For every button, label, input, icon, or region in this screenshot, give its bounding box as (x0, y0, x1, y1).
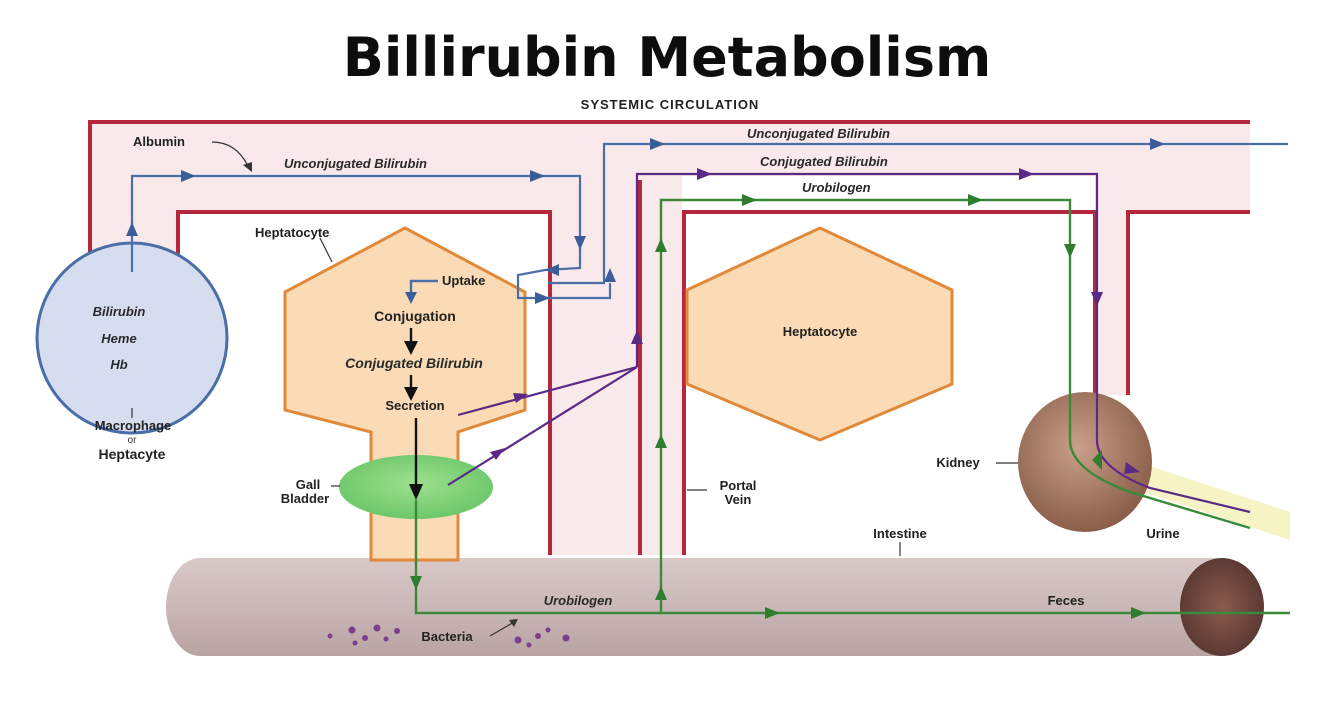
unconjugated-path-to-liver (130, 174, 582, 300)
arrow-purple-diag-1 (513, 393, 528, 403)
circulation-inner-wall-left (176, 210, 552, 555)
arrow-green-right-4 (1131, 607, 1146, 619)
conjugated-path-from-secretion (457, 365, 638, 417)
bladder-label: Bladder (281, 491, 329, 506)
conjugated-path-to-kidney (635, 172, 1251, 514)
circulation-inner-wall-right (682, 210, 1097, 555)
page-title: Billirubin Metabolism (343, 26, 991, 89)
arrow-blue-right-4 (650, 138, 665, 150)
arrow-purple-down-1 (1091, 292, 1103, 306)
intestine-opening (1180, 558, 1264, 656)
unconjugated-path-to-circulation (548, 142, 1288, 285)
urobilogen-label-bottom: Urobilogen (544, 593, 613, 608)
arrow-purple-right-2 (1019, 168, 1034, 180)
arrow-green-kidney (1092, 450, 1102, 470)
bacteria-leader-arrow (509, 619, 518, 627)
arrow-purple-diag-2 (490, 448, 505, 460)
albumin-label: Albumin (133, 134, 185, 149)
systemic-circulation-label: SYSTEMIC CIRCULATION (581, 97, 760, 112)
bacteria-cluster (327, 624, 570, 648)
feces-label: Feces (1048, 593, 1085, 608)
arrow-green-up-1 (655, 586, 667, 600)
bacteria-label: Bacteria (421, 629, 473, 644)
arrow-black-2 (404, 387, 418, 401)
gall-label: Gall (296, 477, 321, 492)
albumin-leader-arrow (243, 162, 252, 172)
urine-label: Urine (1146, 526, 1179, 541)
heptacyte-label: Heptacyte (99, 446, 166, 462)
urobilogen-path-intestine (414, 198, 1251, 615)
arrow-blue-down-1 (574, 236, 586, 250)
arrow-blue-up-2 (604, 268, 616, 282)
conjugated-bilirubin-label-top: Conjugated Bilirubin (760, 154, 888, 169)
arrow-green-right-1 (742, 194, 757, 206)
arrow-green-up-3 (655, 238, 667, 252)
arrow-blue-right-5 (1150, 138, 1165, 150)
hepatocyte-left (283, 226, 527, 562)
arrow-blue-right-2 (530, 170, 545, 182)
arrowheads (126, 138, 1165, 619)
vein-label: Vein (725, 492, 752, 507)
or-label: or (128, 435, 138, 446)
circulation-outer-wall (88, 120, 1250, 268)
conjugated-bilirubin-inside-label: Conjugated Bilirubin (345, 355, 483, 371)
conjugated-path-from-gallbladder (447, 366, 638, 486)
hepatocyte-label-left: Heptatocyte (255, 225, 329, 240)
urobilogen-label-top: Urobilogen (802, 180, 871, 195)
arrow-green-right-2 (968, 194, 983, 206)
kidney-label: Kidney (936, 455, 980, 470)
arrow-purple-up-1 (631, 330, 643, 344)
macrophage-heme-label: Heme (101, 331, 136, 346)
secretion-label: Secretion (385, 398, 444, 413)
portal-label: Portal (720, 478, 757, 493)
unconjugated-return-connector (548, 283, 612, 300)
conjugation-label: Conjugation (374, 308, 456, 324)
arrow-black-3 (409, 484, 423, 500)
hepatocyte-right (685, 226, 954, 442)
arrow-green-right-3 (765, 607, 780, 619)
hepatocyte-label-right: Heptatocyte (783, 324, 857, 339)
bacteria-leader (489, 621, 515, 637)
arrow-blue-right-1 (181, 170, 196, 182)
arrow-blue-down-uptake (405, 292, 417, 304)
systemic-circulation-region (90, 122, 1250, 555)
arrow-blue-up-macrophage (126, 222, 138, 236)
kidney (1018, 392, 1152, 532)
macrophage-bilirubin-label: Bilirubin (93, 304, 146, 319)
unconjugated-bilirubin-label-2: Unconjugated Bilirubin (747, 126, 890, 141)
arrow-blue-right-3 (535, 292, 550, 304)
arrow-black-1 (404, 341, 418, 355)
circulation-inner-wall-far-right (1126, 210, 1250, 395)
arrow-purple-kidney (1124, 462, 1140, 474)
arrow-green-down-1 (410, 576, 422, 590)
intestine-label: Intestine (873, 526, 926, 541)
arrow-green-up-2 (655, 434, 667, 448)
hepatocyte-leader (319, 237, 333, 263)
arrow-blue-left-1 (545, 264, 559, 276)
arrow-green-down-2 (1064, 244, 1076, 258)
macrophage-label: Macrophage (95, 418, 172, 433)
arrow-purple-right-1 (697, 168, 712, 180)
albumin-leader (211, 141, 249, 167)
macrophage-hb-label: Hb (110, 357, 127, 372)
uptake-label: Uptake (442, 273, 485, 288)
unconjugated-bilirubin-label-1: Unconjugated Bilirubin (284, 156, 427, 171)
intestine (166, 558, 1264, 656)
